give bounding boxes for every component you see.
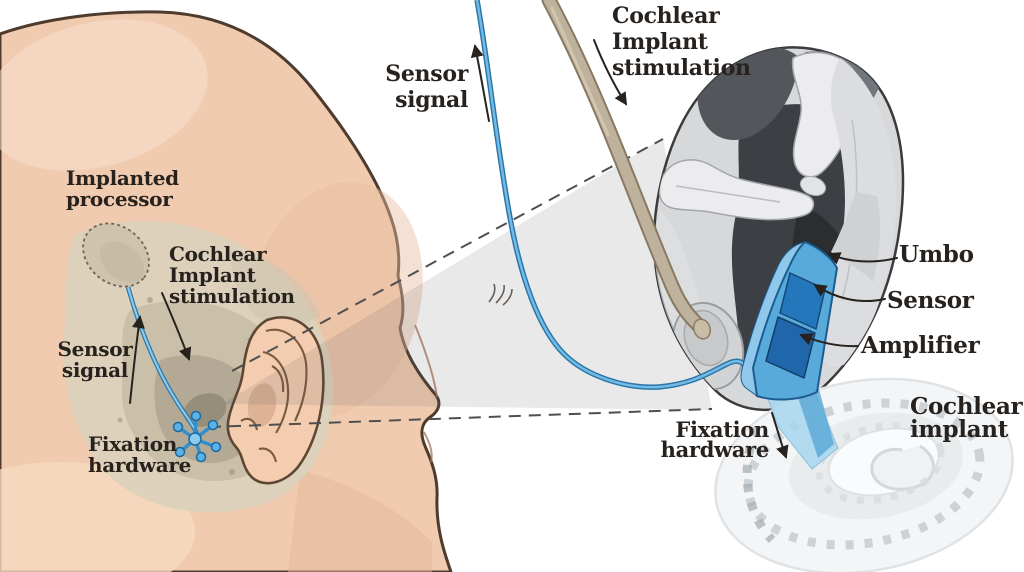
cochlea-curl [870, 444, 935, 491]
skull-highlight [0, 19, 208, 171]
zoom-cone-fill [222, 138, 712, 410]
electrode-array-inner [815, 422, 945, 504]
fixation-hardware-star [172, 410, 222, 463]
zoom-cone-upper-dashed-line [231, 138, 664, 372]
label-cochlear-implant-stimulation-head: Cochlear Implant stimulation [169, 242, 295, 308]
label-fixation-hardware-head: Fixation hardware [88, 432, 192, 477]
label-sensor-signal: Sensor signal [385, 61, 468, 113]
electrode-array-shaded [742, 426, 776, 544]
stimulation-arrow-head-view [161, 292, 192, 361]
annotation-arrows [129, 39, 898, 459]
label-implanted-processor: Implanted processor [66, 166, 179, 211]
malleus-bone [658, 159, 815, 221]
ear-illustration [226, 316, 325, 485]
fixation-arrow-inset [771, 412, 789, 459]
head-profile-illustration [0, 10, 513, 572]
label-sensor: Sensor [887, 287, 974, 314]
umbo-pointer-line [827, 252, 898, 265]
malleus-inner-line [675, 185, 781, 203]
label-sensor-signal-head: Sensor signal [57, 337, 133, 382]
sensor-signal-arrow-mid [470, 44, 490, 122]
label-umbo: Umbo [899, 241, 974, 268]
ear-inset-illustration [652, 46, 905, 412]
electrode-array [743, 398, 985, 550]
amplifier-pointer-line [799, 333, 859, 348]
sensor-pointer-line [813, 283, 886, 303]
ossicle-joint [799, 175, 827, 197]
stimulation-arrow-mid [593, 39, 628, 106]
label-cochlear-implant: Cochlear implant [910, 393, 1023, 443]
label-cochlear-implant-stimulation: Cochlear Implant stimulation [612, 3, 751, 81]
label-fixation-hardware-inset: Fixation hardware [660, 417, 770, 462]
amplifier-plate [765, 315, 816, 380]
concha-shadow [247, 383, 277, 427]
stimulation-rod [541, 0, 712, 340]
zoom-cone [208, 138, 713, 428]
zoom-cone-lower-dashed-line [208, 408, 713, 428]
implanted-processor-shape [82, 222, 150, 288]
brow-hair-sketch [488, 283, 513, 306]
sensor-signal-arrow-head-view [129, 315, 145, 404]
label-amplifier: Amplifier [861, 332, 980, 359]
face-detail-lines [414, 324, 438, 463]
neck-shading [288, 470, 432, 572]
